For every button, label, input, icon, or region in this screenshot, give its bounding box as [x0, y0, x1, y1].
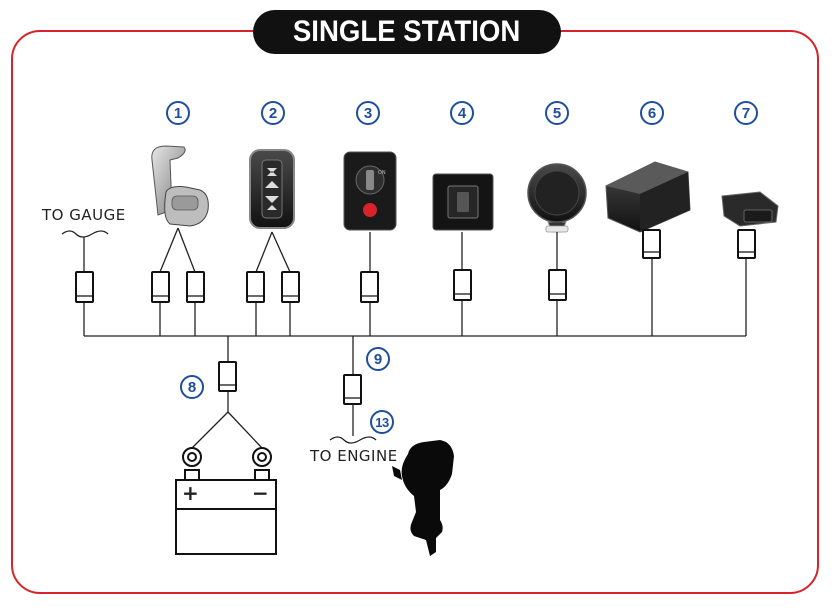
- callout-9: 9: [366, 347, 390, 371]
- connector-1a: [151, 271, 170, 303]
- callout-13: 13: [370, 410, 394, 434]
- device-6-control-module: [605, 161, 691, 233]
- callout-3: 3: [356, 101, 380, 125]
- battery-minus-label: −: [252, 481, 270, 505]
- svg-text:ON: ON: [378, 170, 386, 176]
- connector-4: [453, 269, 472, 301]
- callout-7: 7: [734, 101, 758, 125]
- title-banner: SINGLE STATION: [253, 10, 561, 54]
- wiring-lines: [61, 227, 747, 449]
- connector-8: [218, 361, 237, 392]
- connector-6: [642, 229, 661, 259]
- callout-5: 5: [545, 101, 569, 125]
- device-5-round-gauge: [527, 163, 587, 233]
- to-gauge-label: TO GAUGE: [42, 206, 126, 224]
- connector-seams: [76, 251, 755, 399]
- to-engine-label: TO ENGINE: [310, 447, 398, 465]
- connector-3: [360, 271, 379, 303]
- connector-2b: [281, 271, 300, 303]
- frame-border: [11, 30, 819, 594]
- callout-8: 8: [180, 375, 204, 399]
- device-3-key-switch-panel: ON: [343, 151, 397, 231]
- page-title: SINGLE STATION: [293, 15, 521, 48]
- callout-1: 1: [166, 101, 190, 125]
- device-1-control-handle: [151, 145, 209, 227]
- battery: [175, 447, 277, 555]
- connector-9: [343, 374, 362, 405]
- connector-2a: [246, 271, 265, 303]
- connector-5: [548, 269, 567, 301]
- callout-4: 4: [450, 101, 474, 125]
- connectors: [75, 229, 756, 405]
- device-7-connector: [721, 191, 779, 227]
- connector-1b: [186, 271, 205, 303]
- callout-2: 2: [261, 101, 285, 125]
- battery-plus-label: +: [182, 481, 200, 505]
- connector-7: [737, 229, 756, 259]
- callout-6: 6: [640, 101, 664, 125]
- outboard-engine-silhouette: [392, 440, 454, 556]
- connector-gauge: [75, 271, 94, 303]
- device-4-square-panel: [432, 173, 494, 231]
- device-2-switch-panel: [249, 149, 295, 229]
